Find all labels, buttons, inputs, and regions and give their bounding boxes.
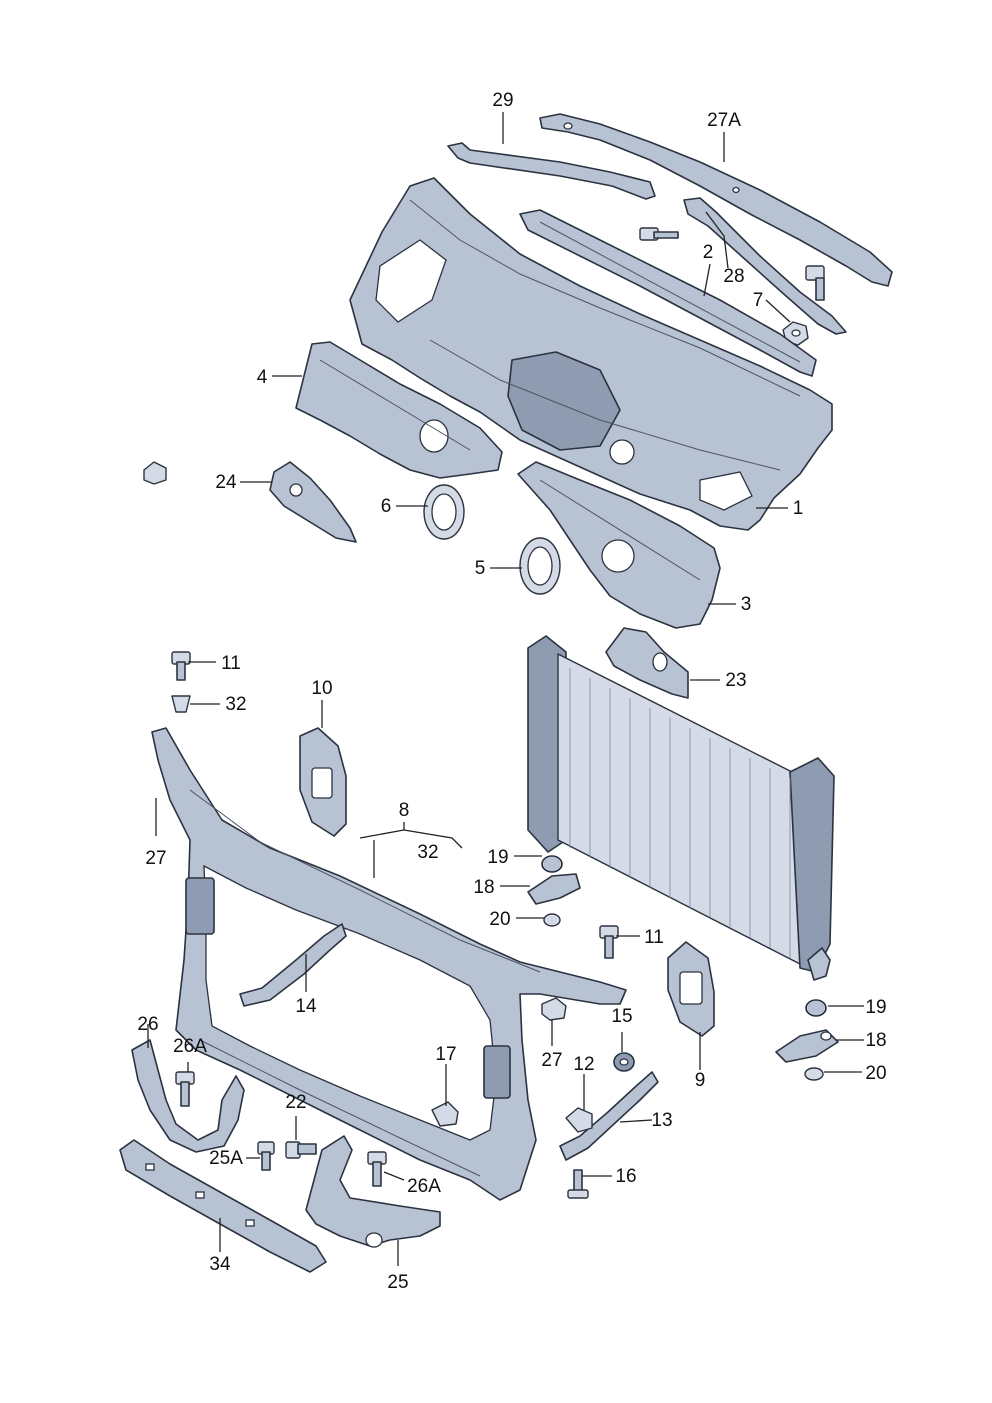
callout-24: 24 bbox=[215, 472, 237, 493]
part-20-washer bbox=[804, 1067, 824, 1081]
part-19-mount bbox=[805, 999, 827, 1017]
callout-32-top: 32 bbox=[225, 694, 246, 715]
leader-lines bbox=[147, 112, 864, 1266]
callout-26A-lower: 26A bbox=[407, 1176, 441, 1197]
part-16-bolt bbox=[567, 1169, 589, 1199]
callout-12: 12 bbox=[573, 1054, 594, 1075]
part-10-plate bbox=[299, 727, 347, 837]
part-3-insulation-right bbox=[517, 461, 721, 629]
bolt-icon bbox=[639, 227, 679, 241]
callout-19-left: 19 bbox=[487, 847, 508, 868]
part-27A-strip bbox=[539, 113, 893, 287]
part-23-bracket bbox=[605, 627, 689, 699]
callout-26A-upper: 26A bbox=[173, 1036, 207, 1057]
callout-25A: 25A bbox=[209, 1148, 243, 1169]
part-26A-bolt bbox=[175, 1071, 195, 1107]
callout-13: 13 bbox=[651, 1110, 672, 1131]
callout-3: 3 bbox=[741, 594, 752, 615]
callout-18-left: 18 bbox=[473, 877, 494, 898]
callout-20-right: 20 bbox=[865, 1063, 886, 1084]
part-34-bar bbox=[119, 1139, 327, 1273]
callout-1: 1 bbox=[793, 498, 804, 519]
part-6-grommet bbox=[423, 484, 465, 540]
callout-32-mid: 32 bbox=[417, 842, 438, 863]
part-11-bolt bbox=[599, 925, 619, 959]
callout-25: 25 bbox=[387, 1272, 408, 1293]
part-20-washer bbox=[543, 913, 561, 927]
part-32-nut bbox=[171, 695, 191, 713]
callout-27-right: 27 bbox=[541, 1050, 562, 1071]
callout-8: 8 bbox=[399, 800, 410, 821]
part-17-clip bbox=[431, 1101, 459, 1127]
callout-7: 7 bbox=[753, 290, 764, 311]
part-26A-bolt bbox=[367, 1151, 387, 1187]
callout-16: 16 bbox=[615, 1166, 636, 1187]
callout-23: 23 bbox=[725, 670, 746, 691]
callout-20-left: 20 bbox=[489, 909, 510, 930]
lock-carrier-frame bbox=[151, 727, 627, 1201]
callout-5: 5 bbox=[475, 558, 486, 579]
callout-19-right: 19 bbox=[865, 997, 886, 1018]
part-18-mount-bracket bbox=[775, 1029, 839, 1063]
callout-22: 22 bbox=[285, 1092, 306, 1113]
callout-18-right: 18 bbox=[865, 1030, 886, 1051]
callout-labels: 29 27A 2 28 7 4 1 24 6 5 3 23 11 32 10 8… bbox=[137, 90, 886, 1293]
callout-26: 26 bbox=[137, 1014, 158, 1035]
part-28-bracket bbox=[683, 197, 847, 335]
part-26-bracket bbox=[131, 1039, 245, 1153]
part-27-clip bbox=[143, 461, 167, 485]
callout-10: 10 bbox=[311, 678, 332, 699]
radiator-fins bbox=[569, 668, 791, 958]
radiator bbox=[527, 635, 835, 981]
callout-6: 6 bbox=[381, 496, 392, 517]
part-2-channel bbox=[519, 209, 817, 377]
callout-17: 17 bbox=[435, 1044, 456, 1065]
part-4-insulation-left bbox=[295, 341, 503, 479]
callout-14: 14 bbox=[295, 996, 317, 1017]
callout-34: 34 bbox=[209, 1254, 231, 1275]
part-13-strut bbox=[559, 1071, 659, 1161]
callout-28: 28 bbox=[723, 266, 744, 287]
part-19-mount bbox=[541, 855, 563, 873]
callout-15: 15 bbox=[611, 1006, 632, 1027]
callout-9: 9 bbox=[695, 1070, 706, 1091]
part-24-bracket bbox=[269, 461, 357, 543]
part-11-bolt bbox=[171, 651, 191, 681]
part-25-bracket bbox=[305, 1135, 441, 1248]
part-15-nut bbox=[613, 1052, 635, 1072]
callout-4: 4 bbox=[257, 367, 268, 388]
callout-27A: 27A bbox=[707, 110, 741, 131]
part-22-bolt bbox=[285, 1141, 317, 1159]
part-25A-bolt bbox=[257, 1141, 275, 1171]
callout-11-right: 11 bbox=[644, 927, 664, 948]
part-9-plate bbox=[667, 941, 715, 1037]
bolt-icon bbox=[805, 265, 825, 301]
part-1-cowl-panel bbox=[349, 177, 833, 531]
callout-2: 2 bbox=[703, 242, 714, 263]
callout-11-top: 11 bbox=[221, 653, 241, 674]
callout-29: 29 bbox=[492, 90, 513, 111]
part-14-strut bbox=[239, 923, 347, 1007]
part-12-clip bbox=[565, 1107, 593, 1133]
part-5-grommet bbox=[519, 537, 561, 595]
part-18-mount-bracket bbox=[527, 873, 581, 905]
part-27-clip bbox=[541, 997, 567, 1021]
callout-27-left: 27 bbox=[145, 848, 166, 869]
part-29-strip bbox=[447, 142, 656, 200]
